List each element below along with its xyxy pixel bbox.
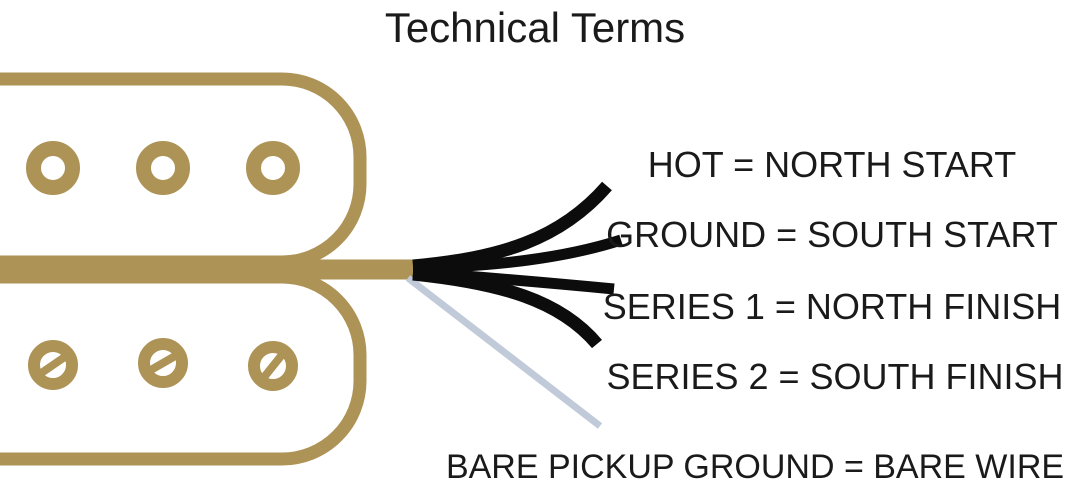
pickup-cable [0, 259, 413, 280]
wire-ground [412, 234, 623, 274]
pole-piece-icon [26, 141, 80, 195]
label-series-2: SERIES 2 = SOUTH FINISH [606, 356, 1064, 397]
pole-piece-icon [136, 141, 190, 195]
label-ground: GROUND = SOUTH START [606, 214, 1058, 255]
bare-wire [405, 275, 603, 429]
screw-pole-icon [138, 338, 188, 388]
label-series-1: SERIES 1 = NORTH FINISH [602, 286, 1062, 327]
screw-pole-icon [28, 340, 78, 390]
wire-series-2 [412, 267, 602, 349]
page-title: Technical Terms [384, 4, 686, 51]
label-hot: HOT = NORTH START [647, 144, 1017, 185]
screw-pole-icon [248, 341, 298, 391]
pole-piece-icon [246, 141, 300, 195]
label-bare-ground: BARE PICKUP GROUND = BARE WIRE [445, 448, 1065, 486]
